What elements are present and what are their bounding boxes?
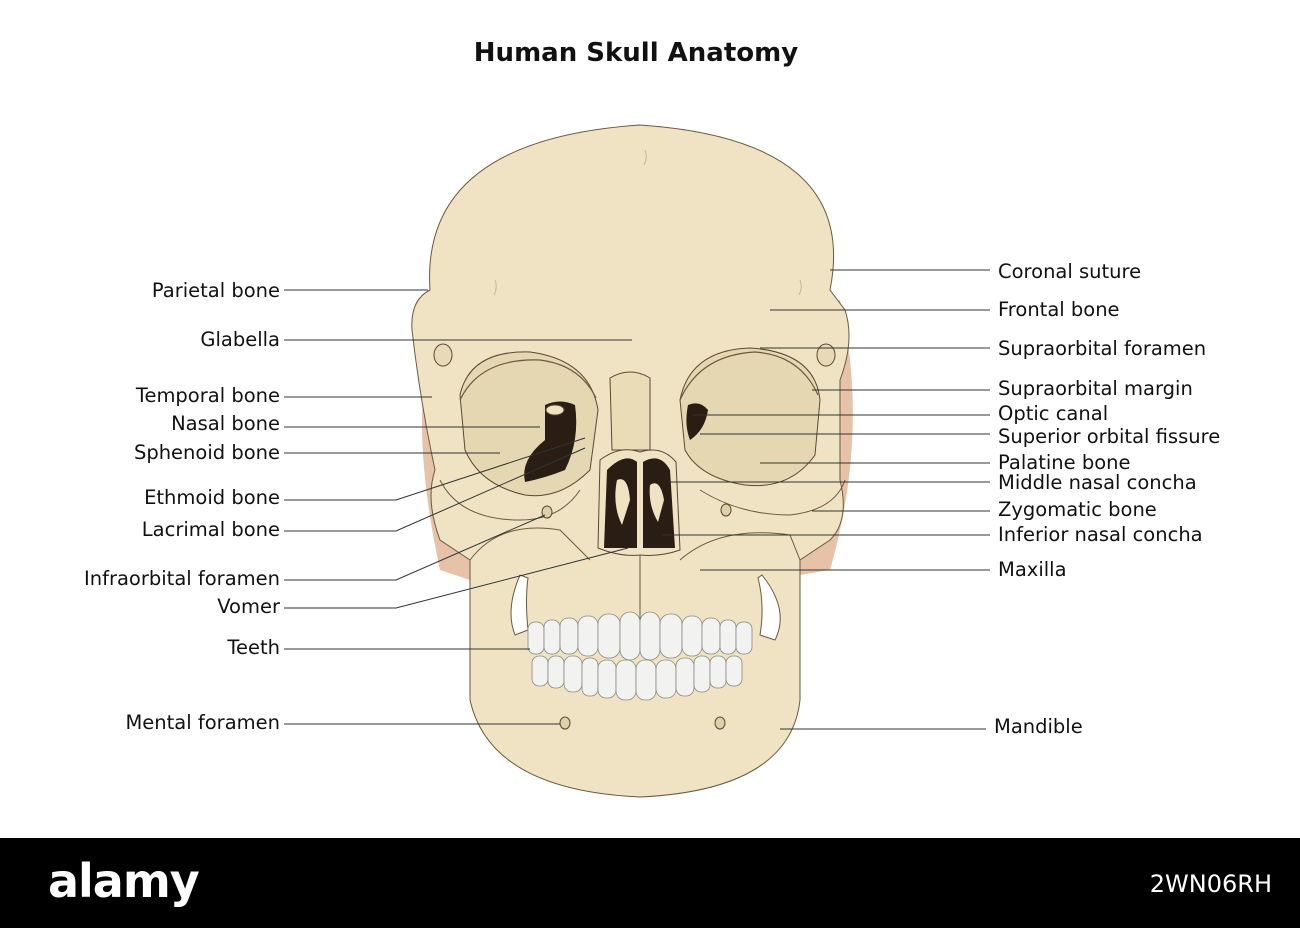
- label-zygomatic-bone: Zygomatic bone: [998, 498, 1157, 521]
- label-glabella: Glabella: [200, 328, 280, 351]
- label-superior-orbital-fissure: Superior orbital fissure: [998, 425, 1221, 448]
- label-maxilla: Maxilla: [998, 558, 1067, 581]
- brand-logo: alamy: [48, 854, 200, 908]
- label-infraorbital-foramen: Infraorbital foramen: [83, 567, 280, 590]
- teeth-lower: [531, 655, 743, 701]
- label-inferior-nasal-concha: Inferior nasal concha: [998, 523, 1203, 546]
- leader-lines: [284, 269, 990, 730]
- label-vomer: Vomer: [217, 595, 280, 618]
- label-coronal-suture: Coronal suture: [998, 260, 1142, 283]
- label-optic-canal: Optic canal: [998, 402, 1109, 425]
- label-lacrimal-bone: Lacrimal bone: [141, 518, 280, 541]
- diagram-title: Human Skull Anatomy: [473, 38, 799, 68]
- label-temporal-bone: Temporal bone: [135, 384, 280, 407]
- label-palatine-bone: Palatine bone: [998, 451, 1131, 474]
- teeth-upper: [527, 611, 753, 661]
- label-nasal-bone: Nasal bone: [171, 412, 280, 435]
- label-middle-nasal-concha: Middle nasal concha: [998, 471, 1197, 494]
- skull-illustration: [284, 124, 990, 798]
- label-supraorbital-foramen: Supraorbital foramen: [998, 337, 1207, 360]
- image-id-text: 2WN06RH: [1149, 870, 1272, 898]
- label-teeth: Teeth: [227, 636, 280, 659]
- label-sphenoid-bone: Sphenoid bone: [133, 441, 280, 464]
- label-supraorbital-margin: Supraorbital margin: [998, 377, 1193, 400]
- label-mental-foramen: Mental foramen: [125, 711, 280, 734]
- label-frontal-bone: Frontal bone: [998, 298, 1120, 321]
- diagram-stage: Human Skull Anatomy: [83, 38, 1221, 798]
- label-mandible: Mandible: [994, 715, 1083, 738]
- label-parietal-bone: Parietal bone: [151, 279, 280, 302]
- footer-bar: alamy 2WN06RH: [0, 838, 1300, 928]
- label-ethmoid-bone: Ethmoid bone: [144, 486, 280, 509]
